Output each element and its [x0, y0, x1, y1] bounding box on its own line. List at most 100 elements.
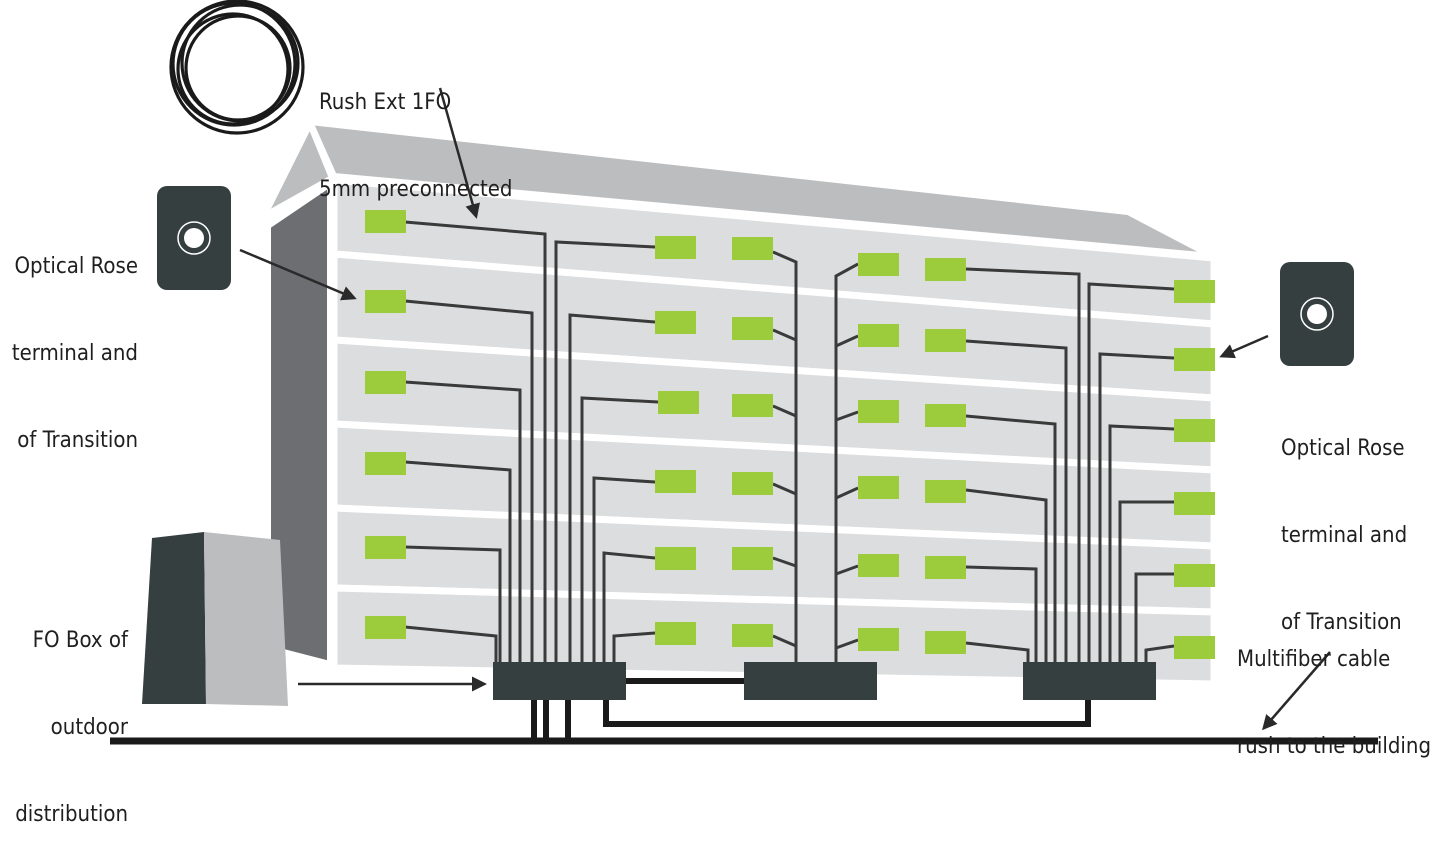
arrow-optical-rose-right [1219, 334, 1269, 359]
terminal [365, 290, 406, 313]
fiber-line [772, 328, 797, 342]
fiber-line [834, 262, 859, 664]
terminal [655, 470, 696, 493]
label-line: Multifiber cable [1237, 647, 1391, 672]
fiber-line [592, 476, 656, 664]
label-line: of Transition [1281, 610, 1402, 635]
label-line: FO Box of [32, 628, 128, 653]
terminal [1174, 636, 1215, 659]
terminal [925, 329, 966, 352]
fiber-line [965, 488, 1048, 664]
fiber-line [965, 641, 1030, 664]
terminal [655, 236, 696, 259]
fiber-line [772, 250, 798, 664]
label-line: Rush Ext 1FO [319, 90, 452, 115]
fiber-line [568, 313, 656, 664]
fiber-line [1134, 572, 1174, 664]
arrow-rush-ext [438, 87, 480, 219]
label-optical-rose-left: Optical Rose terminal and of Transition [0, 194, 138, 484]
label-line: Optical Rose [14, 254, 138, 279]
terminal [858, 476, 899, 499]
fiber-line [404, 299, 534, 664]
label-multifiber: Multifiber cable rush to the building [1237, 587, 1431, 790]
fiber-line [404, 380, 522, 664]
terminal [858, 628, 899, 651]
terminal [1174, 348, 1215, 371]
fiber-line [404, 460, 512, 664]
distribution-boxes [493, 662, 1156, 700]
label-line: 5mm preconnected [319, 177, 513, 202]
terminal [858, 554, 899, 577]
terminal [925, 556, 966, 579]
annotation-arrows [239, 87, 1331, 731]
terminal [732, 624, 773, 647]
label-optical-rose-right: Optical Rose terminal and of Transition [1281, 376, 1407, 666]
fiber-line [965, 267, 1081, 664]
fiber-line [404, 545, 502, 664]
label-line: of Transition [17, 428, 138, 453]
terminal [658, 391, 699, 414]
terminal [1174, 492, 1215, 515]
fiber-line [965, 565, 1038, 664]
terminal [655, 311, 696, 334]
fiber-line [835, 334, 859, 348]
terminal [1174, 280, 1215, 303]
terminal [365, 452, 406, 475]
label-line: terminal and [11, 341, 138, 366]
label-line: terminal and [1281, 523, 1408, 548]
label-fo-box: FO Box of outdoor distribution [0, 568, 128, 858]
trunk-cable [603, 700, 1091, 727]
label-line: Optical Rose [1281, 436, 1405, 461]
fiber-line [602, 551, 656, 664]
terminal [925, 631, 966, 654]
fiber-line [835, 638, 859, 650]
fiber-line [965, 414, 1057, 664]
terminal [925, 480, 966, 503]
distribution-box-left [493, 662, 626, 700]
terminal [858, 324, 899, 347]
distribution-box-middle [744, 662, 877, 700]
building-facade [330, 176, 1218, 688]
fiber-line [965, 339, 1068, 664]
fiber-building-diagram [110, 0, 1378, 745]
fiber-line [580, 396, 659, 664]
fiber-line [612, 631, 656, 664]
fiber-line [1108, 424, 1175, 664]
terminal [732, 317, 773, 340]
terminal [365, 371, 406, 394]
building-side-wall [265, 181, 333, 667]
fiber-line [772, 634, 797, 648]
terminal [925, 404, 966, 427]
terminal [925, 258, 966, 281]
cable-coil-icon [169, 0, 305, 135]
label-line: rush to the building [1237, 734, 1432, 759]
fiber-line [1144, 644, 1175, 664]
terminal [732, 394, 773, 417]
terminal [732, 472, 773, 495]
fiber-line [1087, 282, 1175, 664]
fiber-line [404, 220, 547, 664]
terminal [858, 253, 899, 276]
label-line: outdoor [50, 715, 128, 740]
optical-rose-device-icon [157, 186, 231, 290]
terminal [365, 210, 406, 233]
fo-box-icon [142, 532, 288, 706]
optical-terminals [365, 210, 1215, 659]
terminal [365, 616, 406, 639]
terminal [858, 400, 899, 423]
terminal [1174, 419, 1215, 442]
terminal [732, 547, 773, 570]
arrow-optical-rose-left [239, 248, 357, 301]
distribution-box-right [1023, 662, 1156, 700]
arrow-multifiber [1262, 651, 1331, 731]
terminal [365, 536, 406, 559]
terminal [1174, 564, 1215, 587]
terminal [655, 547, 696, 570]
fiber-line [835, 564, 859, 576]
fiber-line [1118, 500, 1174, 664]
fiber-line [835, 486, 859, 500]
fiber-line [772, 556, 797, 568]
terminal [655, 622, 696, 645]
label-line: distribution [15, 802, 128, 827]
terminal [732, 237, 773, 260]
